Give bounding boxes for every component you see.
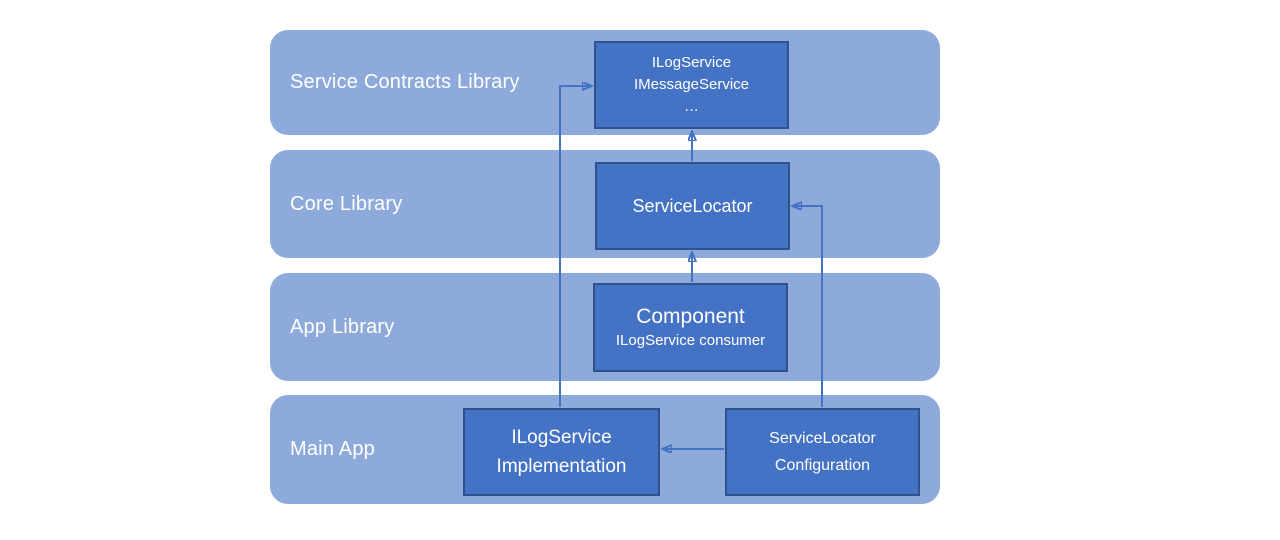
node-servicelocator-configuration-line2: Configuration [774, 457, 871, 474]
band-label-core-library: Core Library [290, 192, 403, 215]
node-ilogservice-implementation-line2: Implementation [496, 456, 627, 477]
node-component-subtitle: ILogService consumer [615, 331, 766, 349]
node-service-interfaces-ellipsis: … [684, 98, 699, 115]
node-service-interfaces-line2: IMessageService [633, 76, 750, 93]
node-servicelocator-configuration: ServiceLocator Configuration [725, 408, 920, 496]
node-ilogservice-implementation: ILogService Implementation [463, 408, 660, 496]
band-label-main-app: Main App [290, 438, 375, 460]
node-service-locator-label: ServiceLocator [632, 195, 753, 216]
node-service-interfaces: ILogService IMessageService … [594, 41, 789, 129]
node-component-title: Component [636, 304, 745, 328]
band-label-service-contracts-library: Service Contracts Library [290, 71, 520, 93]
node-service-locator: ServiceLocator [595, 162, 790, 250]
band-label-app-library: App Library [290, 315, 395, 338]
node-servicelocator-configuration-line1: ServiceLocator [769, 430, 876, 447]
node-component: Component ILogService consumer [593, 283, 788, 372]
node-service-interfaces-line1: ILogService [651, 54, 732, 71]
node-ilogservice-implementation-line1: ILogService [511, 427, 612, 448]
